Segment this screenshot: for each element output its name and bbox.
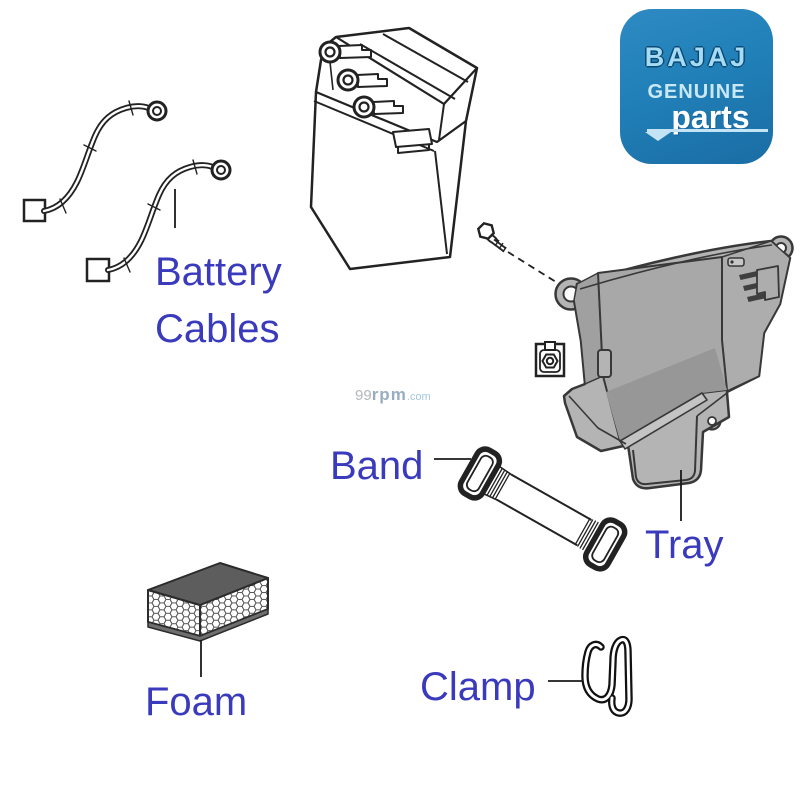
battery-cables-label-line1: Battery [155,250,282,294]
logo-brand-text: BAJAJ [644,42,749,72]
battery-cables-label: Battery Cables [155,244,282,358]
band-drawing [457,446,628,572]
bajaj-genuine-parts-logo: BAJAJ GENUINE parts [620,9,773,164]
watermark-99: 99 [355,387,372,404]
bolt-assembly-dashed-line [507,251,557,283]
clamp-drawing [581,635,633,717]
leader-lines [174,189,682,682]
band-label: Band [330,444,424,488]
logo-genuine-text: GENUINE [647,81,746,103]
battery-cables-drawing [22,100,232,283]
logo-chevron-down-icon [645,132,671,141]
battery-cables-label-line2: Cables [155,307,280,351]
tray-vent-slot [739,271,759,280]
foam-drawing [147,562,269,642]
clip-nut-drawing [534,341,566,378]
watermark-rpm: rpm [371,385,407,404]
logo-underline [647,129,768,132]
tray-clip-detail [727,257,745,267]
clamp-label: Clamp [420,665,536,709]
foam-label: Foam [145,680,248,724]
tray-vent-slot [747,293,767,302]
battery-drawing [309,26,479,271]
tray-label: Tray [645,523,724,567]
watermark: 99rpm.com [355,385,431,405]
watermark-com: .com [406,391,431,403]
bolt-drawing [476,221,557,283]
tray-drawing [554,235,794,490]
